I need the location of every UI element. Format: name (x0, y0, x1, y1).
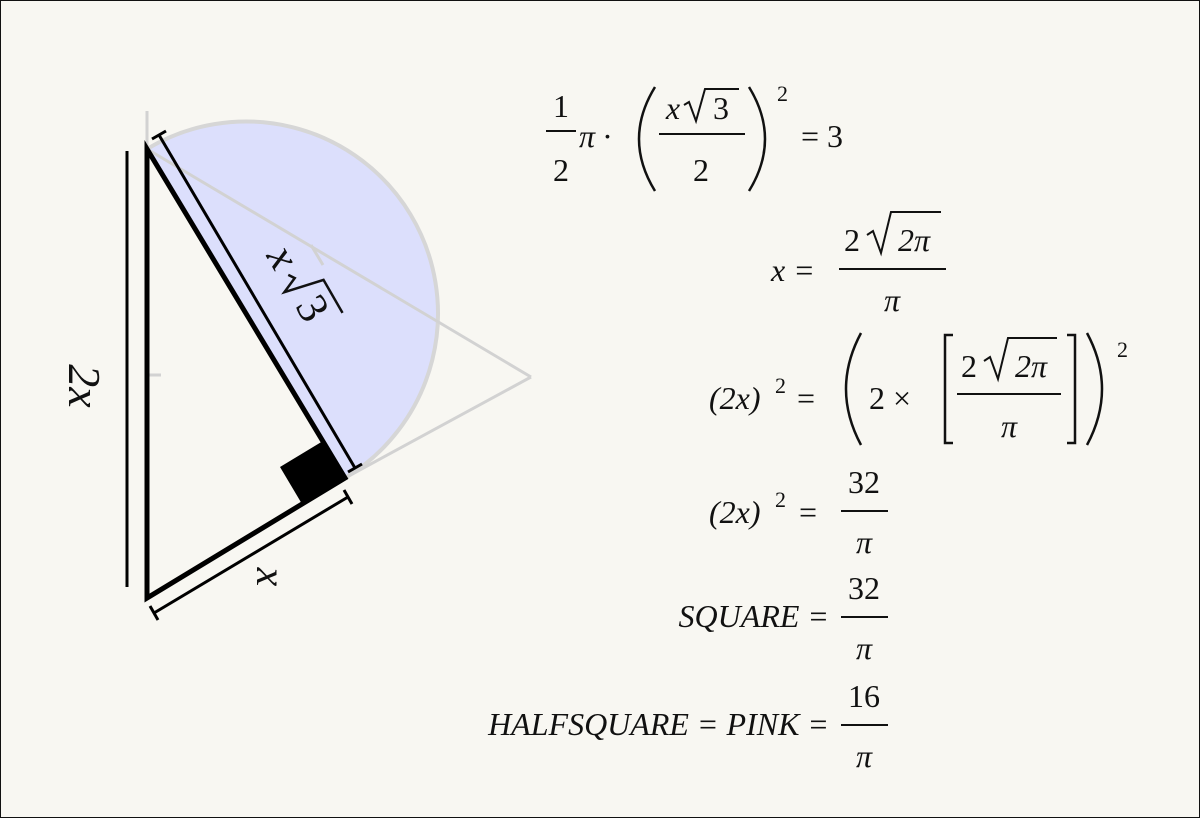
equation-1: 1 2 π · x 3 2 2 = 3 (546, 81, 843, 192)
svg-text:=: = (799, 494, 817, 530)
equation-3: (2x) 2 = 2 × 2 2π π 2 (709, 332, 1128, 446)
equation-6: HALFSQUARE = PINK = 16 π (487, 678, 888, 774)
svg-text:π: π (856, 524, 873, 560)
svg-text:(2x): (2x) (709, 494, 761, 530)
label-2x: 2x (59, 364, 110, 408)
svg-text:x: x (665, 90, 680, 126)
svg-text:π: π (856, 738, 873, 774)
svg-text:SQUARE =: SQUARE = (679, 598, 829, 634)
svg-text:(2x): (2x) (709, 380, 761, 416)
svg-text:2: 2 (693, 152, 709, 188)
svg-text:16: 16 (848, 678, 880, 714)
svg-text:x =: x = (770, 252, 815, 288)
equation-4: (2x) 2 = 32 π (709, 464, 888, 560)
label-x-base: x (247, 567, 293, 587)
dimension-line-base (148, 489, 354, 621)
svg-text:HALFSQUARE = PINK =: HALFSQUARE = PINK = (487, 706, 829, 742)
svg-text:= 3: = 3 (801, 118, 843, 154)
svg-text:π: π (856, 630, 873, 666)
equation-2: x = 2 2π π (770, 211, 946, 318)
svg-text:3: 3 (713, 90, 729, 126)
svg-text:32: 32 (848, 464, 880, 500)
svg-text:π ·: π · (579, 118, 611, 154)
svg-text:1: 1 (553, 88, 569, 124)
right-angle-marker (280, 441, 345, 504)
svg-text:32: 32 (848, 570, 880, 606)
svg-text:2: 2 (961, 348, 977, 384)
svg-text:2: 2 (775, 373, 786, 398)
svg-text:2: 2 (777, 81, 788, 106)
right-triangle (144, 139, 349, 603)
svg-text:π: π (884, 282, 901, 318)
svg-text:2π: 2π (1015, 348, 1048, 384)
svg-text:2: 2 (775, 487, 786, 512)
svg-text:=: = (797, 380, 815, 416)
ghost-construction-lines (145, 111, 532, 480)
svg-text:2: 2 (844, 222, 860, 258)
shaded-semicircle (144, 119, 440, 481)
svg-text:2 ×: 2 × (869, 380, 911, 416)
triangle-diagram: 2x x 3 x (59, 111, 532, 621)
svg-text:2: 2 (553, 152, 569, 188)
svg-text:2π: 2π (898, 222, 931, 258)
svg-text:π: π (1001, 408, 1018, 444)
equation-5: SQUARE = 32 π (679, 570, 888, 666)
svg-text:2: 2 (1117, 337, 1128, 362)
dimension-line-hypotenuse (151, 129, 363, 474)
